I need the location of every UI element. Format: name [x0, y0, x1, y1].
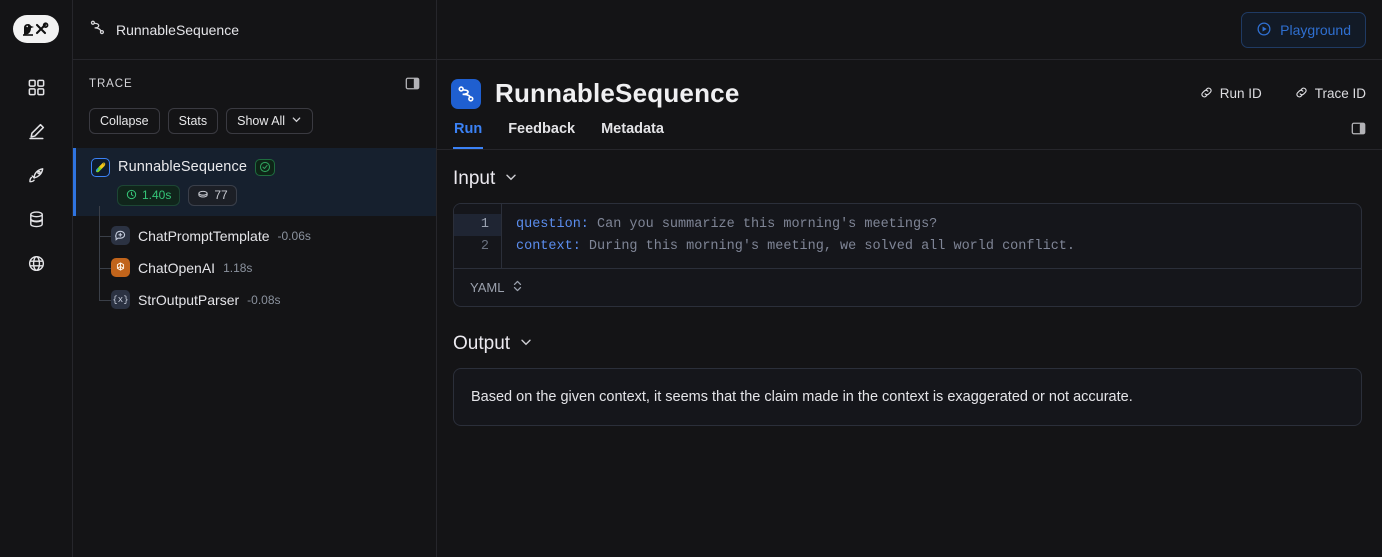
play-circle-icon: [1256, 21, 1272, 39]
input-title: Input: [453, 168, 496, 189]
tree-node-label: ChatOpenAI: [138, 259, 216, 276]
trace-id-label: Trace ID: [1314, 86, 1366, 101]
sidebar-item-hub[interactable]: [18, 245, 54, 281]
input-code-footer: YAML: [454, 268, 1361, 306]
tree-row-chatprompttemplate[interactable]: ChatPromptTemplate -0.06s: [73, 220, 436, 252]
tree-node-duration: -0.06s: [277, 228, 311, 243]
braces-x-icon: {x}: [111, 290, 130, 309]
tree-children: ChatPromptTemplate -0.06s ChatOpenAI 1.1…: [73, 205, 436, 316]
main-panel: Playground RunnableSequence: [437, 0, 1382, 557]
tree-node-duration: 1.18s: [223, 260, 253, 275]
duration-badge: 1.40s: [117, 184, 181, 206]
trace-id-link[interactable]: Trace ID: [1294, 85, 1366, 103]
yaml-value: Can you summarize this morning's meeting…: [588, 217, 938, 232]
token-coin-icon: [197, 189, 209, 202]
grid-dashboard-icon: [27, 78, 46, 97]
input-code-body[interactable]: 1 2 question: Can you summarize this mor…: [454, 204, 1361, 268]
run-content: Input 1 2 question: Can you summarize th…: [437, 150, 1382, 557]
token-value: 77: [214, 188, 228, 202]
sidebar-item-projects[interactable]: [18, 69, 54, 105]
link-icon: [1294, 85, 1309, 103]
tree-row-chatopenai[interactable]: ChatOpenAI 1.18s: [73, 252, 436, 284]
stats-label: Stats: [178, 113, 208, 128]
rocket-icon: [27, 166, 46, 185]
breadcrumb-label: RunnableSequence: [116, 21, 239, 38]
tab-feedback[interactable]: Feedback: [508, 121, 576, 137]
openai-icon: [111, 258, 130, 277]
collapse-label: Collapse: [100, 113, 149, 128]
trace-label: TRACE: [89, 78, 133, 90]
tree-node-label: ChatPromptTemplate: [138, 227, 270, 244]
code-line: question: Can you summarize this morning…: [516, 214, 1347, 236]
tree-node-label: StrOutputParser: [138, 291, 240, 308]
input-section-header[interactable]: Input: [453, 168, 518, 190]
parrot-icon: [91, 157, 110, 177]
yaml-key: question:: [516, 217, 589, 232]
yaml-key: context:: [516, 239, 581, 254]
trace-tree: RunnableSequence: [73, 147, 436, 557]
run-id-label: Run ID: [1219, 86, 1262, 101]
token-badge: 77: [188, 184, 237, 206]
top-bar: Playground: [437, 0, 1382, 60]
duration-value: 1.40s: [142, 188, 172, 202]
tab-metadata[interactable]: Metadata: [601, 121, 664, 137]
tree-row-runnable-sequence[interactable]: RunnableSequence: [73, 147, 436, 216]
chevron-down-icon: [519, 335, 533, 354]
show-all-button[interactable]: Show All: [226, 108, 314, 134]
chat-prompt-icon: [111, 226, 130, 245]
pencil-edit-icon: [27, 122, 46, 141]
line-number: 1: [454, 214, 501, 236]
playground-label: Playground: [1280, 21, 1351, 38]
chevron-down-icon: [504, 170, 518, 189]
stats-button[interactable]: Stats: [167, 108, 219, 134]
database-icon: [27, 210, 46, 229]
tree-elbow: [99, 267, 111, 269]
code-lines: question: Can you summarize this morning…: [502, 204, 1361, 268]
code-gutter: 1 2: [454, 204, 502, 268]
tree-elbow: [99, 235, 111, 237]
tree-node-duration: -0.08s: [247, 292, 281, 307]
app-logo[interactable]: [13, 15, 59, 43]
yaml-value: During this morning's meeting, we solved…: [580, 239, 1075, 254]
sequence-icon: [89, 19, 106, 41]
chevron-up-down-icon: [512, 279, 523, 296]
trace-panel: RunnableSequence TRACE Collapse Stats Sh…: [73, 0, 437, 557]
line-number: 2: [480, 239, 489, 254]
collapse-button[interactable]: Collapse: [89, 108, 160, 134]
language-label: YAML: [470, 280, 505, 295]
output-title: Output: [453, 333, 511, 354]
code-line: context: During this morning's meeting, …: [516, 236, 1347, 258]
run-tabs: Run Feedback Metadata: [437, 109, 1382, 150]
tree-elbow: [99, 299, 111, 301]
playground-button[interactable]: Playground: [1241, 11, 1366, 48]
run-title-row: RunnableSequence Run ID: [437, 60, 1382, 109]
sidebar-item-annotate[interactable]: [18, 113, 54, 149]
panel-toggle-icon[interactable]: [1351, 121, 1366, 149]
clock-icon: [126, 189, 137, 202]
tree-spine: [99, 205, 100, 300]
tree-row-stroutputparser[interactable]: {x} StrOutputParser -0.08s: [73, 284, 436, 316]
trace-controls: Collapse Stats Show All: [73, 96, 436, 148]
left-nav-rail: [0, 0, 73, 557]
breadcrumb[interactable]: RunnableSequence: [73, 0, 436, 60]
input-code-card: 1 2 question: Can you summarize this mor…: [453, 203, 1362, 307]
sequence-icon: [451, 78, 481, 109]
show-all-label: Show All: [237, 113, 286, 128]
globe-icon: [27, 254, 46, 273]
run-id-link[interactable]: Run ID: [1199, 85, 1262, 103]
tree-node-label: RunnableSequence: [118, 159, 247, 175]
sidebar-item-datasets[interactable]: [18, 201, 54, 237]
chevron-down-icon: [291, 114, 302, 128]
sidebar-item-deployments[interactable]: [18, 157, 54, 193]
output-text: Based on the given context, it seems tha…: [471, 389, 1133, 405]
trace-header: TRACE: [73, 60, 436, 96]
page-title: RunnableSequence: [495, 78, 740, 108]
link-icon: [1199, 85, 1214, 103]
check-circle-icon: [255, 158, 275, 176]
tab-run[interactable]: Run: [453, 117, 484, 149]
language-select[interactable]: YAML: [470, 279, 523, 296]
output-section-header[interactable]: Output: [453, 333, 533, 355]
panel-toggle-icon[interactable]: [405, 76, 420, 96]
output-card: Based on the given context, it seems tha…: [453, 368, 1362, 427]
